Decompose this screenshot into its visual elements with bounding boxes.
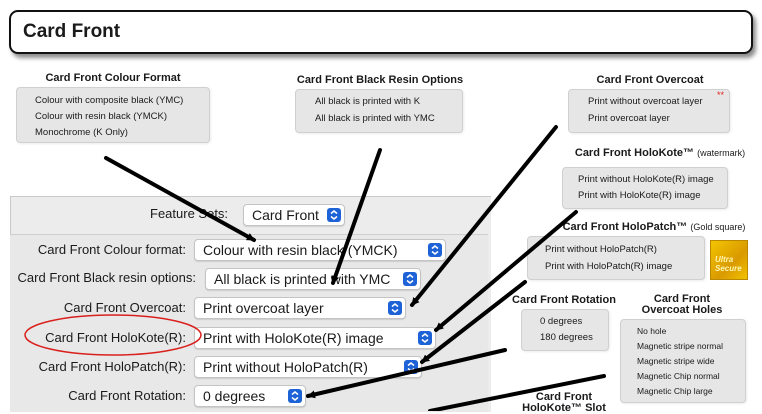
option-item: All black is printed with YMC: [315, 113, 435, 124]
colour-format-select[interactable]: Colour with resin black (YMCK): [194, 239, 446, 261]
chevron-updown-icon: [388, 301, 402, 315]
black-resin-callout-title: Card Front Black Resin Options: [296, 74, 464, 86]
holokote-label: Card Front HoloKote(R):: [45, 330, 186, 345]
colour-format-value: Colour with resin black (YMCK): [203, 242, 398, 258]
holopatch-title-text: Card Front HoloPatch™: [562, 221, 688, 233]
holokote-options: Print without HoloKote(R) image Print wi…: [562, 167, 728, 209]
chevron-updown-icon: [327, 208, 341, 222]
holokote-callout-title: Card Front HoloKote™ (watermark): [560, 147, 760, 159]
arrow-colour-format: [104, 156, 256, 242]
holopatch-select[interactable]: Print without HoloPatch(R): [194, 356, 422, 378]
holokote-slot-title-line2: HoloKote™ Slot: [522, 402, 606, 414]
asterisk-mark: **: [717, 90, 725, 100]
feature-sets-value: Card Front: [252, 207, 319, 223]
arrow-black-resin: [331, 148, 382, 285]
holokote-subtitle: (watermark): [697, 148, 746, 158]
colour-format-options: Colour with composite black (YMC) Colour…: [16, 87, 210, 143]
colour-format-callout-title: Card Front Colour Format: [45, 72, 181, 84]
option-item: Magnetic Chip normal: [637, 371, 720, 381]
arrow-holokote: [434, 210, 578, 332]
holopatch-label: Card Front HoloPatch(R):: [38, 359, 186, 374]
holopatch-callout-title: Card Front HoloPatch™ (Gold square): [554, 221, 754, 233]
option-item: 180 degrees: [540, 332, 593, 343]
option-item: Monochrome (K Only): [35, 127, 128, 138]
option-item: 0 degrees: [540, 316, 583, 327]
option-item: Print without overcoat layer: [588, 96, 703, 107]
feature-sets-select[interactable]: Card Front: [243, 204, 345, 226]
overcoat-holes-callout-title: Card Front Overcoat Holes: [620, 294, 744, 316]
rotation-label: Card Front Rotation:: [68, 388, 186, 403]
arrow-overcoat-holes: [428, 374, 606, 411]
rotation-callout-title: Card Front Rotation: [512, 294, 616, 306]
holopatch-value: Print without HoloPatch(R): [203, 359, 368, 375]
holopatch-image-text: Ultra Secure: [715, 255, 742, 273]
chevron-updown-icon: [288, 389, 302, 403]
overcoat-select[interactable]: Print overcoat layer: [194, 297, 406, 319]
holokote-slot-callout-title: Card Front HoloKote™ Slot: [510, 392, 618, 414]
option-item: Print with HoloKote(R) image: [578, 190, 701, 201]
settings-inner-panel: [10, 234, 488, 412]
overcoat-holes-options: No hole Magnetic stripe normal Magnetic …: [620, 319, 746, 403]
option-item: Print without HoloPatch(R): [545, 244, 657, 255]
rotation-options: 0 degrees 180 degrees: [521, 309, 609, 351]
holokote-value: Print with HoloKote(R) image: [203, 330, 384, 346]
option-item: Magnetic stripe wide: [637, 356, 715, 366]
page-title: Card Front: [23, 21, 121, 42]
chevron-updown-icon: [418, 331, 432, 345]
chevron-updown-icon: [428, 243, 442, 257]
holopatch-gold-image: Ultra Secure: [710, 240, 748, 280]
overcoat-options: Print without overcoat layer Print overc…: [568, 89, 730, 133]
option-item: All black is printed with K: [315, 96, 421, 107]
holokote-title-text: Card Front HoloKote™: [574, 147, 695, 159]
holokote-select[interactable]: Print with HoloKote(R) image: [194, 327, 436, 349]
black-resin-value: All black is printed with YMC: [214, 271, 391, 287]
option-item: No hole: [637, 326, 667, 336]
holokote-slot-title-line1: Card Front: [535, 391, 593, 403]
arrow-overcoat: [410, 125, 558, 307]
holopatch-subtitle: (Gold square): [690, 222, 746, 232]
black-resin-select[interactable]: All black is printed with YMC: [205, 268, 421, 290]
chevron-updown-icon: [403, 272, 417, 286]
overcoat-holes-title-line1: Card Front: [653, 293, 711, 305]
option-item: Magnetic Chip large: [637, 386, 713, 396]
option-item: Print with HoloPatch(R) image: [545, 261, 673, 272]
overcoat-value: Print overcoat layer: [203, 300, 324, 316]
feature-sets-label: Feature Sets:: [150, 206, 229, 221]
option-item: Colour with resin black (YMCK): [35, 111, 167, 122]
option-item: Magnetic stripe normal: [637, 341, 723, 351]
arrow-rotation: [306, 348, 507, 399]
holopatch-options: Print without HoloPatch(R) Print with Ho…: [527, 236, 705, 280]
option-item: Print overcoat layer: [588, 113, 670, 124]
colour-format-label: Card Front Colour format:: [37, 242, 186, 257]
rotation-select[interactable]: 0 degrees: [194, 385, 306, 407]
option-item: Colour with composite black (YMC): [35, 95, 184, 106]
highlight-ring: [24, 314, 202, 356]
overcoat-label: Card Front Overcoat:: [63, 300, 186, 315]
overcoat-holes-title-line2: Overcoat Holes: [641, 304, 723, 316]
title-bar: Card Front: [9, 10, 753, 54]
black-resin-options: All black is printed with K All black is…: [295, 89, 463, 133]
overcoat-callout-title: Card Front Overcoat: [596, 74, 704, 86]
rotation-value: 0 degrees: [203, 388, 266, 404]
arrow-holopatch: [420, 280, 527, 364]
option-item: Print without HoloKote(R) image: [578, 174, 714, 185]
black-resin-label: Card Front Black resin options:: [17, 270, 196, 285]
